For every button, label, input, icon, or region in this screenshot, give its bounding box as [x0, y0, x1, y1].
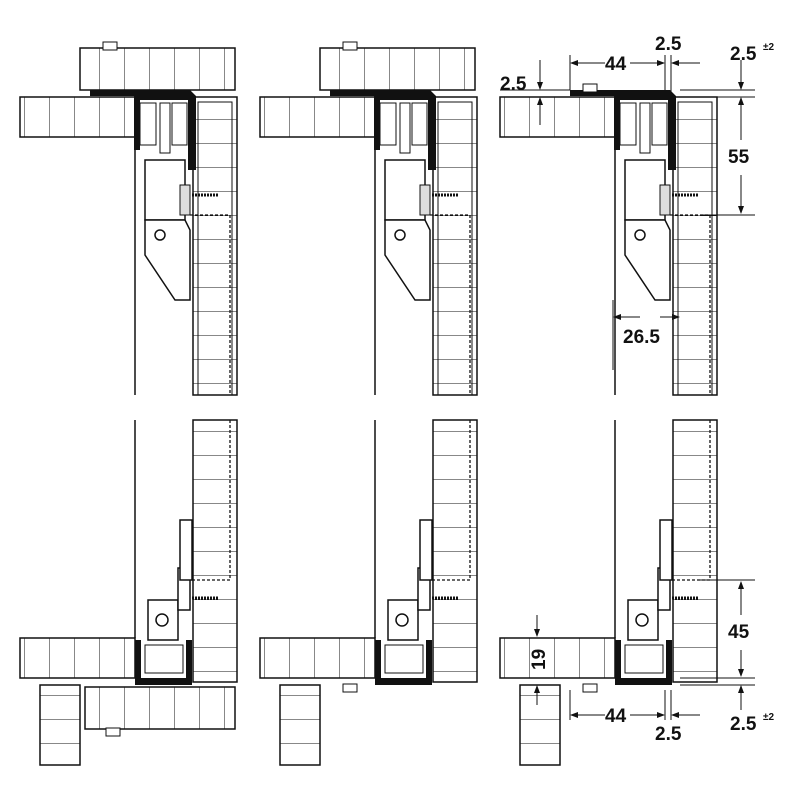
dim-top-gap: 2.5	[500, 74, 527, 95]
top-board	[79, 47, 236, 91]
variant-2-top-assembly	[258, 41, 479, 397]
variant-3-top-assembly	[498, 83, 719, 397]
dim-top-offset: 2.5	[730, 44, 757, 65]
dim-bottom-offset-tolerance: ±2	[763, 712, 774, 723]
dim-top-height: 55	[728, 147, 750, 168]
dim-top-door-gap: 2.5	[655, 34, 682, 55]
top-dimension-lines	[500, 55, 755, 370]
plinth-board	[39, 684, 81, 766]
variant-2-bottom-assembly	[258, 418, 479, 766]
dim-top-depth: 26.5	[623, 327, 660, 348]
dim-bottom-board: 19	[529, 649, 550, 670]
dim-bottom-width: 44	[605, 706, 627, 727]
dim-top-width: 44	[605, 54, 627, 75]
dim-bottom-height: 45	[728, 622, 750, 643]
dim-bottom-door-gap: 2.5	[655, 724, 682, 745]
screw-head	[102, 41, 118, 51]
bottom-dimension-lines	[534, 579, 755, 720]
dim-bottom-offset: 2.5	[730, 714, 757, 735]
screw-head	[105, 727, 121, 737]
dim-top-offset-tolerance: ±2	[763, 42, 774, 53]
variant-1-bottom-assembly	[18, 418, 239, 766]
bottom-board	[84, 686, 236, 730]
variant-1-top-assembly	[18, 41, 239, 397]
variant-3-bottom-assembly	[498, 418, 719, 766]
